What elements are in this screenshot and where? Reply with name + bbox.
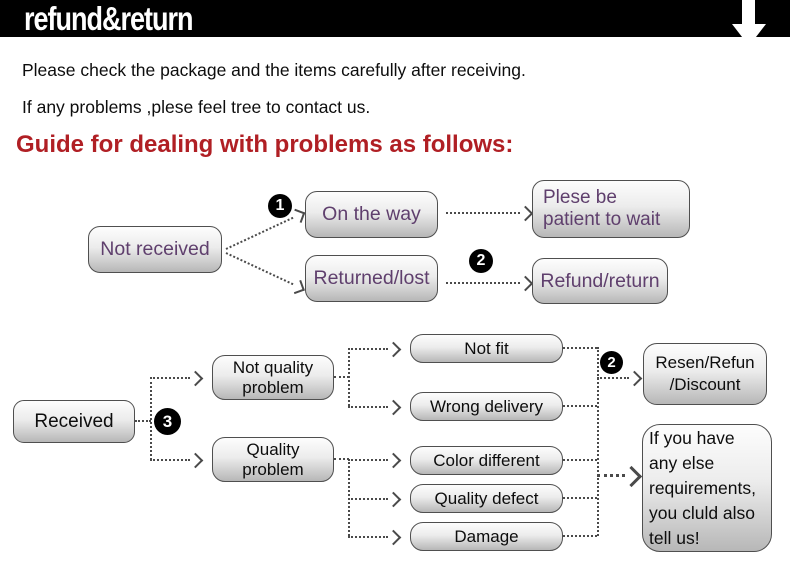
flow-connector — [563, 535, 597, 537]
flow-node-on-the-way: On the way — [305, 191, 438, 238]
flow-node-damage: Damage — [410, 522, 563, 551]
flow-node-refund-return: Refund/return — [532, 258, 668, 304]
flow-node-patient-wait: Plese be patient to wait — [532, 180, 690, 238]
flow-arrow — [150, 459, 190, 461]
flow-node-not-quality-problem: Not quality problem — [212, 355, 334, 400]
flow-arrow-up — [225, 216, 294, 250]
flow-connector — [150, 377, 152, 460]
step-badge-3: 3 — [154, 408, 181, 435]
flow-node-quality-defect: Quality defect — [410, 484, 563, 513]
intro-line-2: If any problems ,plese feel tree to cont… — [22, 97, 371, 117]
flow-arrow — [348, 536, 388, 538]
flow-node-resen-refun-discount: Resen/Refun /Discount — [643, 343, 767, 405]
flow-connector — [563, 405, 597, 407]
flow-arrow — [446, 282, 520, 284]
flow-connector — [563, 497, 597, 499]
step-badge-2b: 2 — [600, 351, 623, 374]
down-arrow-icon — [742, 0, 755, 24]
flow-connector — [334, 376, 349, 378]
flow-connector — [563, 459, 597, 461]
flow-arrow — [348, 406, 388, 408]
page-title: refund&return — [24, 0, 193, 38]
down-arrow-icon-head — [732, 24, 766, 46]
flow-node-received: Received — [13, 400, 135, 443]
flow-connector — [597, 347, 599, 536]
flow-node-not-received: Not received — [88, 226, 222, 273]
step-badge-1: 1 — [268, 194, 292, 218]
flow-arrow — [348, 348, 388, 350]
flow-arrow-down — [225, 252, 294, 286]
flow-connector — [135, 420, 151, 422]
flow-arrow — [446, 212, 520, 214]
flow-arrow — [150, 377, 190, 379]
flow-arrow — [597, 377, 629, 379]
header-bar: refund&return — [0, 0, 790, 38]
flow-arrow — [348, 459, 388, 461]
flow-node-color-different: Color different — [410, 446, 563, 475]
flow-node-any-else-requirements: If you have any else requirements, you c… — [642, 424, 772, 552]
flow-connector — [334, 458, 349, 460]
step-badge-2: 2 — [469, 249, 493, 273]
intro-line-1: Please check the package and the items c… — [22, 60, 526, 80]
guide-heading: Guide for dealing with problems as follo… — [16, 131, 514, 158]
flow-connector — [348, 348, 350, 406]
flow-node-not-fit: Not fit — [410, 334, 563, 363]
flow-node-quality-problem: Quality problem — [212, 437, 334, 482]
flow-connector — [563, 347, 597, 349]
flow-node-returned-lost: Returned/lost — [305, 255, 438, 302]
flow-arrow-thick — [597, 474, 625, 477]
flow-node-wrong-delivery: Wrong delivery — [410, 392, 563, 421]
flow-arrow — [348, 498, 388, 500]
